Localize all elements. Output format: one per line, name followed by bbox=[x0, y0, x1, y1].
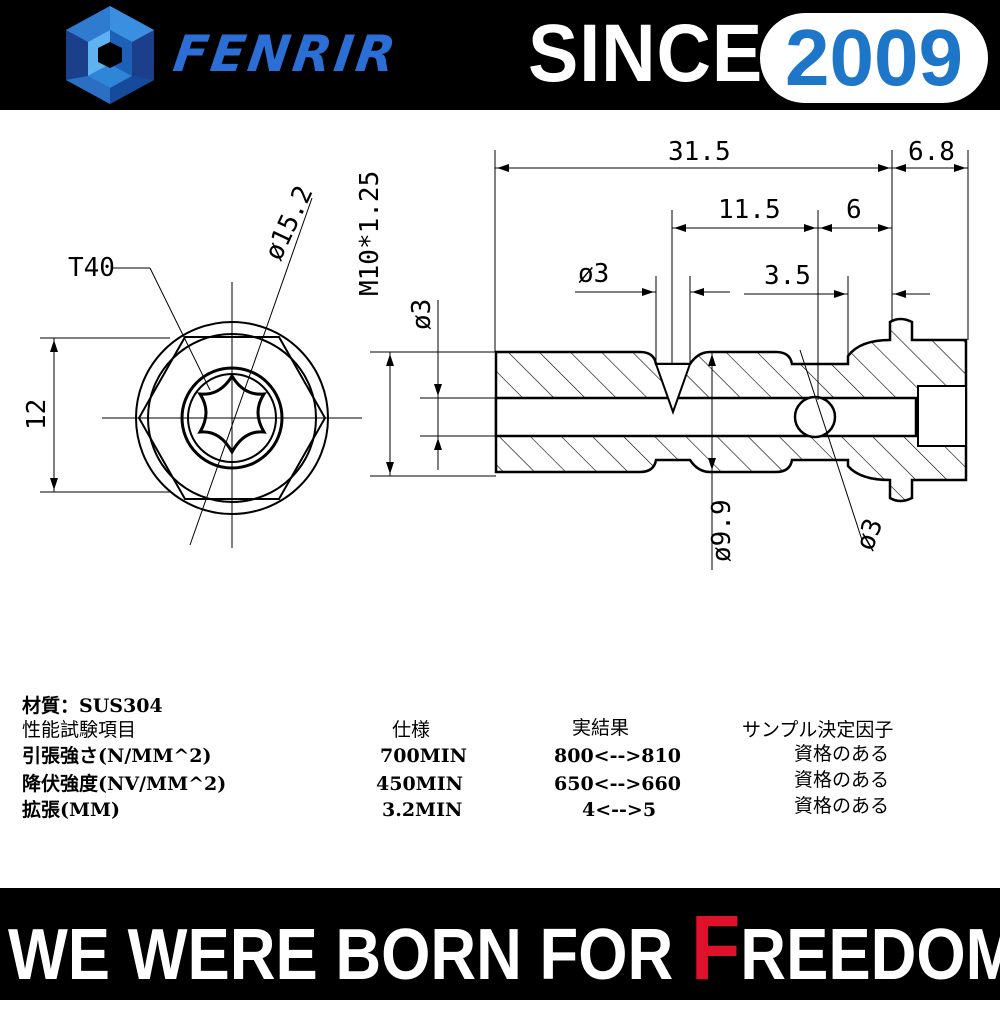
radial-bore-label: ø3 bbox=[578, 259, 609, 289]
row-spec: 450MIN bbox=[376, 773, 463, 795]
slogan: WE WERE BORN FOR FREEDOM bbox=[8, 892, 1000, 999]
row-result: 800<-->810 bbox=[554, 745, 681, 767]
header-bar: FENRIR SINCE 2009 bbox=[0, 0, 1000, 110]
end-view bbox=[40, 197, 362, 548]
header-result: 実結果 bbox=[572, 717, 630, 739]
row-result: 4<-->5 bbox=[582, 799, 657, 821]
slogan-accent-letter: F bbox=[690, 897, 741, 999]
row-item: 降伏強度(NV/MM^2) bbox=[22, 773, 227, 795]
row-factor: 資格のある bbox=[794, 769, 890, 791]
row-spec: 700MIN bbox=[380, 745, 467, 767]
technical-drawing: T40 ø15.2 12 bbox=[22, 137, 969, 570]
year-text: 2009 bbox=[785, 13, 963, 102]
header-factor: サンプル決定因子 bbox=[742, 719, 894, 741]
hole-spacing-dimension: 11.5 bbox=[718, 195, 781, 225]
row-spec: 3.2MIN bbox=[382, 799, 463, 821]
brand-name: FENRIR bbox=[169, 25, 402, 83]
axial-bore-label: ø3 bbox=[407, 299, 437, 330]
cross-hole-label: ø3 bbox=[850, 515, 889, 555]
row-result: 650<-->660 bbox=[554, 773, 681, 795]
flange-diameter-label: ø15.2 bbox=[259, 181, 319, 265]
material-label: 材質：SUS304 bbox=[22, 695, 163, 717]
header-spec: 仕様 bbox=[392, 719, 431, 741]
groove-dimension: 3.5 bbox=[764, 261, 811, 291]
cross-hole-offset-dimension: 6 bbox=[846, 195, 862, 225]
row-factor: 資格のある bbox=[794, 743, 890, 765]
slogan-part1: WE WERE BORN FOR bbox=[8, 915, 691, 995]
header-test-item: 性能試験項目 bbox=[22, 719, 137, 741]
row-item: 引張強さ(N/MM^2) bbox=[22, 745, 212, 767]
hex-size-label: 12 bbox=[22, 399, 52, 430]
since-label: SINCE bbox=[528, 8, 764, 99]
footer-bar: WE WERE BORN FOR FREEDOM bbox=[0, 888, 1000, 1000]
year-badge: 2009 bbox=[760, 13, 988, 103]
slogan-part2: REEDOM bbox=[740, 915, 1000, 995]
fenrir-logo-icon bbox=[66, 6, 154, 104]
dimension-arrows bbox=[386, 164, 966, 474]
thread-label: M10*1.25 bbox=[355, 171, 385, 296]
row-item: 拡張(MM) bbox=[22, 799, 121, 821]
spec-table: 材質：SUS304 性能試験項目 仕様 実結果 サンプル決定因子 引張強さ(N/… bbox=[0, 690, 1000, 830]
length-dimension: 31.5 bbox=[668, 137, 731, 167]
section-view bbox=[494, 317, 968, 503]
drive-label: T40 bbox=[68, 253, 115, 283]
row-factor: 資格のある bbox=[794, 795, 890, 817]
flange-dimension: 6.8 bbox=[908, 137, 955, 167]
inner-diameter-label: ø9.9 bbox=[707, 499, 737, 562]
